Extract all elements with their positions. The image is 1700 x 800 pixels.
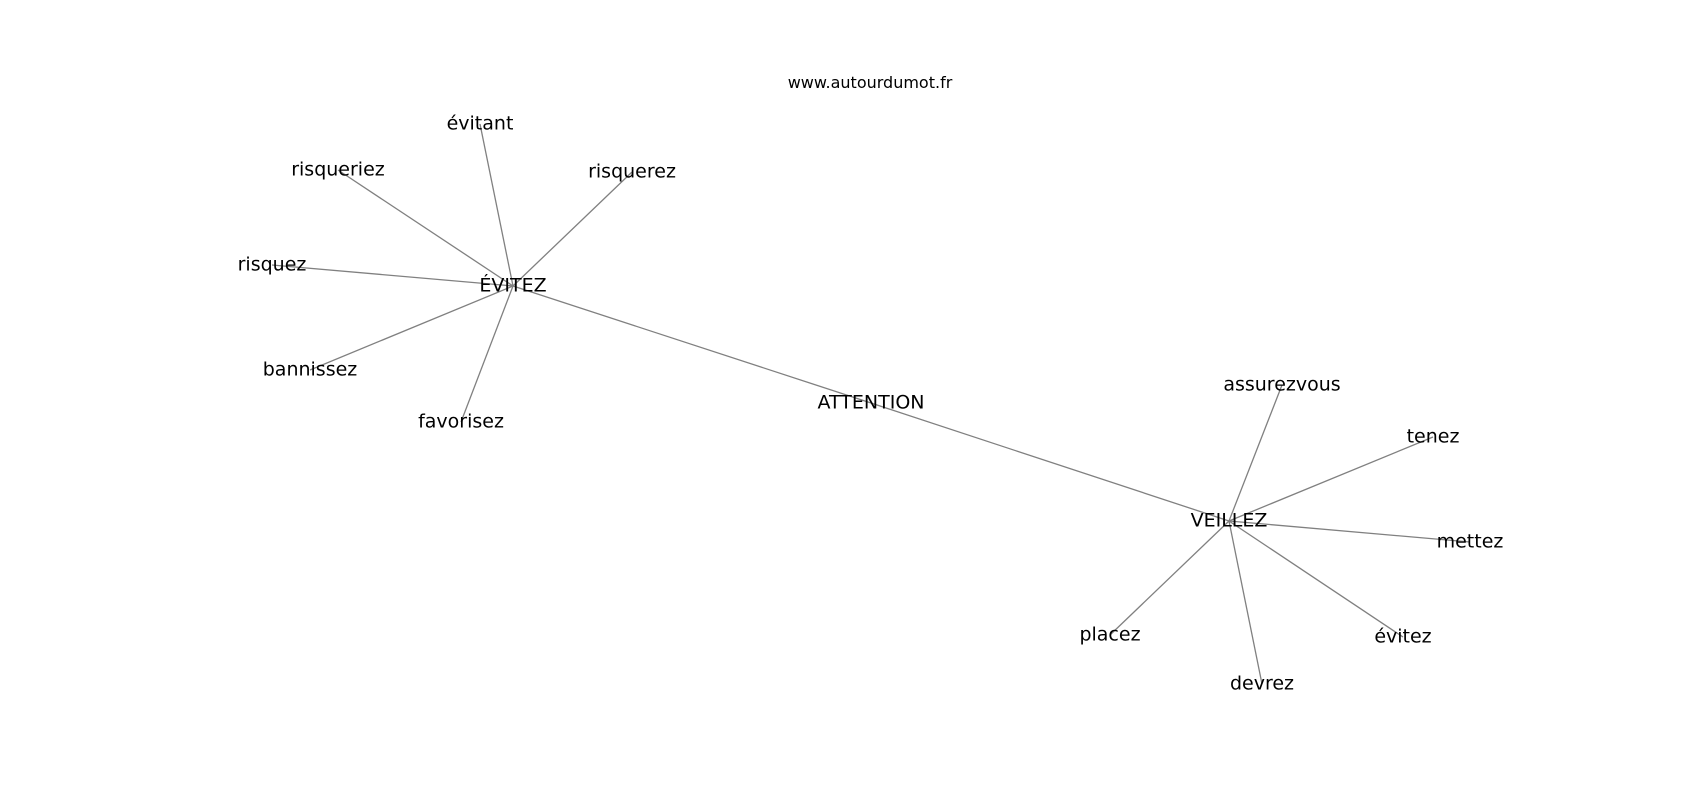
node-favorisez: favorisez: [418, 411, 504, 433]
node-veillez: VEILLEZ: [1191, 510, 1268, 532]
node-risquez: risquez: [238, 254, 307, 276]
edge-evitez_hub-favorisez: [460, 285, 514, 423]
node-risqueriez: risqueriez: [291, 159, 385, 181]
edge-evitez_hub-attention: [512, 285, 872, 404]
edges-layer: [271, 123, 1471, 685]
edge-veillez-tenez: [1228, 436, 1434, 522]
site-watermark: www.autourdumot.fr: [788, 73, 953, 92]
node-evitez: évitez: [1374, 626, 1431, 648]
nodes-layer: ÉVITEZ ATTENTION VEILLEZ évitant risqueriez r…: [238, 113, 1504, 695]
node-evitant: évitant: [447, 113, 514, 135]
edge-evitez_hub-risquez: [271, 264, 514, 287]
node-evitez_hub: ÉVITEZ: [479, 274, 546, 297]
edge-evitez_hub-risquerez: [512, 171, 633, 287]
node-mettez: mettez: [1437, 531, 1504, 553]
edge-veillez-assurezvous: [1228, 384, 1283, 522]
edge-veillez-evitez: [1228, 520, 1404, 638]
edge-attention-veillez: [870, 402, 1230, 522]
node-devrez: devrez: [1230, 673, 1294, 695]
node-tenez: tenez: [1407, 426, 1460, 448]
node-risquerez: risquerez: [588, 161, 676, 183]
edge-veillez-placez: [1109, 520, 1230, 636]
node-placez: placez: [1079, 624, 1140, 646]
node-attention: ATTENTION: [818, 392, 925, 414]
edge-veillez-devrez: [1228, 520, 1263, 685]
edge-evitez_hub-risqueriez: [337, 169, 514, 287]
node-assurezvous: assurezvous: [1223, 374, 1340, 396]
edge-evitez_hub-bannissez: [309, 285, 514, 371]
edge-evitez_hub-evitant: [479, 123, 514, 287]
node-bannissez: bannissez: [263, 359, 358, 381]
edge-veillez-mettez: [1228, 520, 1471, 543]
